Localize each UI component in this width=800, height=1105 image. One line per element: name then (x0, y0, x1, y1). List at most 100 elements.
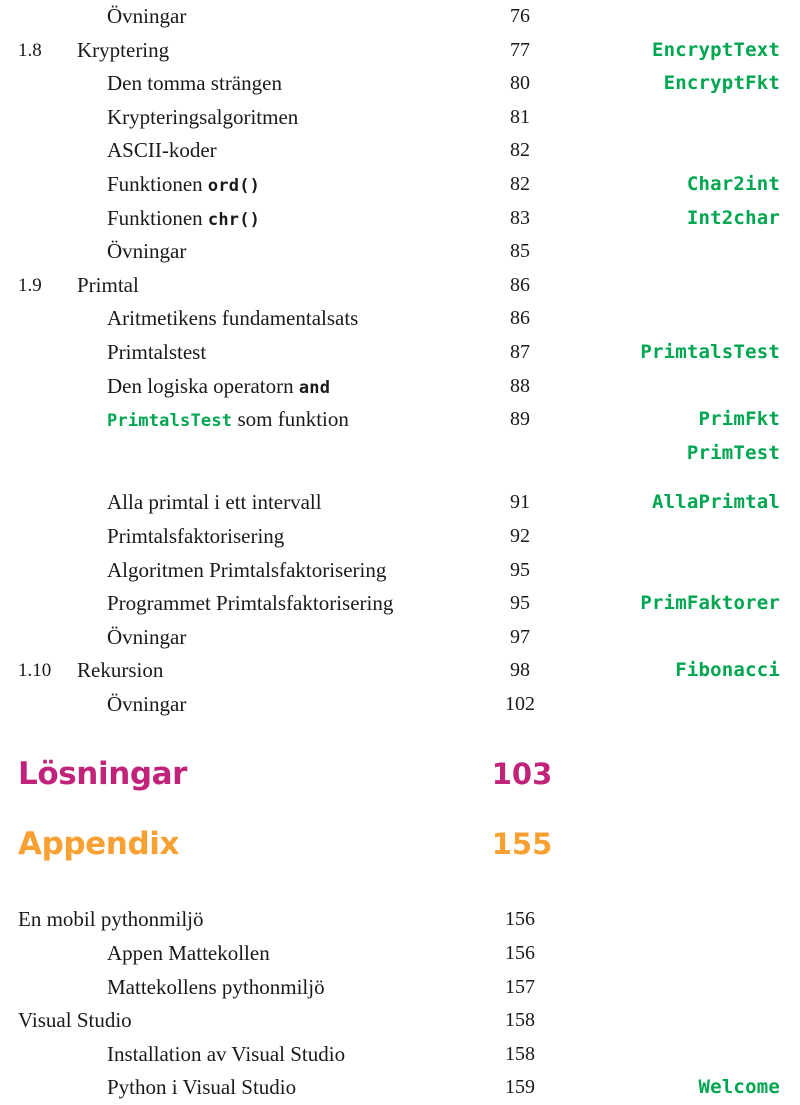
entry-title[interactable]: Övningar (107, 239, 187, 264)
entry-title[interactable]: Funktionen chr() (107, 202, 260, 238)
page-number: 76 (510, 5, 530, 27)
code-label: EncryptText (651, 38, 780, 61)
page-number: 81 (510, 105, 530, 128)
page-number: 89 (510, 408, 530, 431)
page-number: 102 (505, 692, 535, 715)
entry-title[interactable]: Övningar (107, 691, 187, 716)
page-number: 82 (510, 172, 530, 195)
entry-title[interactable]: Programmet Primtalsfaktorisering (107, 591, 394, 616)
page-number: 83 (510, 206, 530, 229)
entry-title[interactable]: Funktionen ord() (107, 168, 260, 204)
toc-row[interactable]: Primtalsfaktorisering 92 (0, 520, 800, 554)
toc-row[interactable]: 1.10 Rekursion 98 Fibonacci (0, 654, 800, 688)
toc-row[interactable]: Den logiska operatorn and 88 (0, 370, 800, 404)
entry-title-text: Funktionen (107, 171, 208, 196)
toc-row[interactable]: Installation av Visual Studio 158 (0, 1038, 800, 1072)
part-page-number: 155 (491, 827, 553, 862)
part-title[interactable]: Lösningar (18, 756, 188, 793)
section-gap (0, 797, 800, 821)
code-label: PrimtalsTest (640, 340, 780, 363)
toc-row[interactable]: Den tomma strängen 80 EncryptFkt (0, 67, 800, 101)
entry-title[interactable]: Visual Studio (18, 1008, 132, 1033)
entry-title[interactable]: ASCII-koder (107, 138, 217, 163)
toc-row-code-only: PrimTest (0, 437, 800, 471)
part-title[interactable]: Appendix (18, 826, 180, 863)
entry-title[interactable]: Kryptering (77, 37, 170, 62)
code-label: PrimTest (686, 441, 780, 464)
code-label: Char2int (686, 172, 780, 195)
part-heading-appendix[interactable]: Appendix 155 (0, 821, 800, 867)
section-number: 1.9 (18, 274, 42, 296)
entry-title[interactable]: Primtalstest (107, 339, 207, 364)
toc-row[interactable]: Krypteringsalgoritmen 81 (0, 101, 800, 135)
code-label: PrimFaktorer (640, 592, 780, 615)
entry-title[interactable]: Den tomma strängen (107, 71, 282, 96)
entry-title[interactable]: Övningar (107, 624, 187, 649)
code-label: Welcome (698, 1076, 780, 1099)
entry-title-code: chr() (207, 209, 261, 230)
section-gap (0, 721, 800, 751)
entry-title[interactable]: En mobil pythonmiljö (18, 907, 204, 932)
page-number: 157 (505, 975, 535, 998)
toc-row[interactable]: 1.8 Kryptering 77 EncryptText (0, 34, 800, 68)
entry-title-text: Den logiska operatorn (107, 373, 299, 398)
toc-row[interactable]: Funktionen ord() 82 Char2int (0, 168, 800, 202)
entry-title-code: PrimtalsTest (107, 411, 233, 432)
entry-title[interactable]: Övningar (107, 4, 187, 28)
page-number: 85 (510, 240, 530, 263)
page-number: 95 (510, 558, 530, 581)
toc-row[interactable]: PrimtalsTest som funktion 89 PrimFkt (0, 403, 800, 437)
code-label: EncryptFkt (663, 72, 780, 95)
toc-row[interactable]: Python i Visual Studio 159 Welcome (0, 1071, 800, 1105)
part-page-number: 103 (491, 757, 553, 792)
toc-row[interactable]: En mobil pythonmiljö 156 (0, 903, 800, 937)
toc-row[interactable]: Funktionen chr() 83 Int2char (0, 202, 800, 236)
toc-row[interactable]: Primtalstest 87 PrimtalsTest (0, 336, 800, 370)
entry-title[interactable]: Primtal (77, 272, 139, 297)
entry-title[interactable]: Installation av Visual Studio (107, 1041, 346, 1066)
entry-title[interactable]: Python i Visual Studio (107, 1075, 297, 1100)
toc-row[interactable]: Algoritmen Primtalsfaktorisering 95 (0, 554, 800, 588)
toc-row[interactable]: Övningar 97 (0, 621, 800, 655)
entry-title[interactable]: Alla primtal i ett intervall (107, 490, 322, 515)
entry-title-code: and (298, 377, 331, 398)
page-number: 77 (510, 38, 530, 61)
page-number: 158 (505, 1009, 535, 1032)
page-number: 80 (510, 72, 530, 95)
toc-row[interactable]: Visual Studio 158 (0, 1004, 800, 1038)
toc-row[interactable]: Övningar 102 (0, 688, 800, 722)
toc-row[interactable]: Alla primtal i ett intervall 91 AllaPrim… (0, 486, 800, 520)
page-number: 156 (505, 908, 535, 931)
entry-title[interactable]: Mattekollens pythonmiljö (107, 974, 325, 999)
page-number: 91 (510, 491, 530, 514)
entry-title-code: ord() (207, 175, 261, 196)
toc-row[interactable]: Övningar 85 (0, 235, 800, 269)
page-number: 159 (505, 1076, 535, 1099)
entry-title[interactable]: Aritmetikens fundamentalsats (107, 306, 359, 331)
entry-title[interactable]: Primtalsfaktorisering (107, 523, 285, 548)
entry-title[interactable]: Appen Mattekollen (107, 941, 270, 966)
entry-title[interactable]: Rekursion (77, 658, 164, 683)
toc-row[interactable]: Appen Mattekollen 156 (0, 937, 800, 971)
entry-title-text: som funktion (232, 407, 349, 432)
row-gap (0, 470, 800, 486)
section-number: 1.8 (18, 39, 42, 61)
part-heading-losningar[interactable]: Lösningar 103 (0, 751, 800, 797)
toc-row[interactable]: Aritmetikens fundamentalsats 86 (0, 302, 800, 336)
toc-row[interactable]: ASCII-koder 82 (0, 134, 800, 168)
entry-title[interactable]: Krypteringsalgoritmen (107, 104, 299, 129)
page-number: 97 (510, 625, 530, 648)
code-label: Fibonacci (675, 659, 780, 682)
toc-row[interactable]: Programmet Primtalsfaktorisering 95 Prim… (0, 587, 800, 621)
page-number: 92 (510, 524, 530, 547)
entry-title[interactable]: Algoritmen Primtalsfaktorisering (107, 557, 387, 582)
entry-title[interactable]: Den logiska operatorn and (107, 370, 330, 406)
toc-row[interactable]: Övningar 76 (0, 0, 800, 34)
page-number: 88 (510, 374, 530, 397)
page-number: 158 (505, 1042, 535, 1065)
entry-title-text: Funktionen (107, 205, 208, 230)
entry-title[interactable]: PrimtalsTest som funktion (107, 403, 349, 439)
toc-row[interactable]: 1.9 Primtal 86 (0, 269, 800, 303)
section-number: 1.10 (18, 660, 52, 682)
toc-row[interactable]: Mattekollens pythonmiljö 157 (0, 971, 800, 1005)
